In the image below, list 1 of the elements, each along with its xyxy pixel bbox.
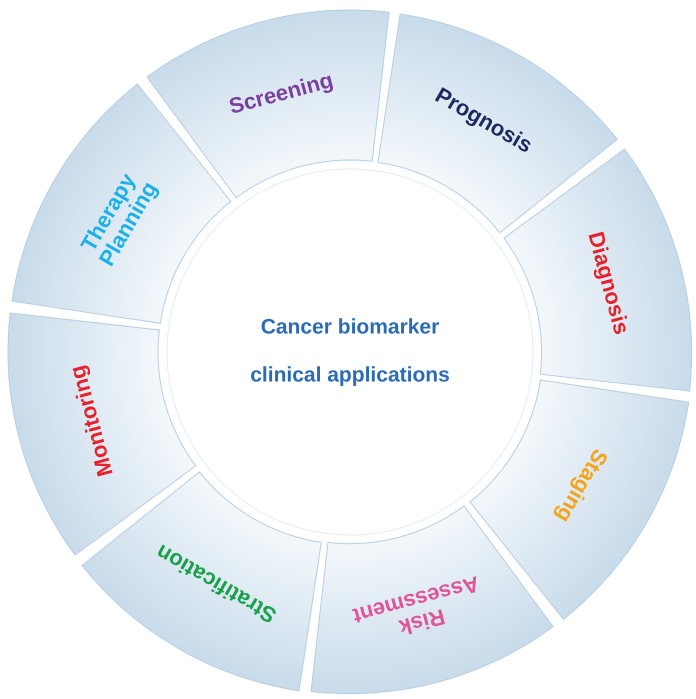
center-title: Cancer biomarker clinical applications: [249, 314, 451, 389]
